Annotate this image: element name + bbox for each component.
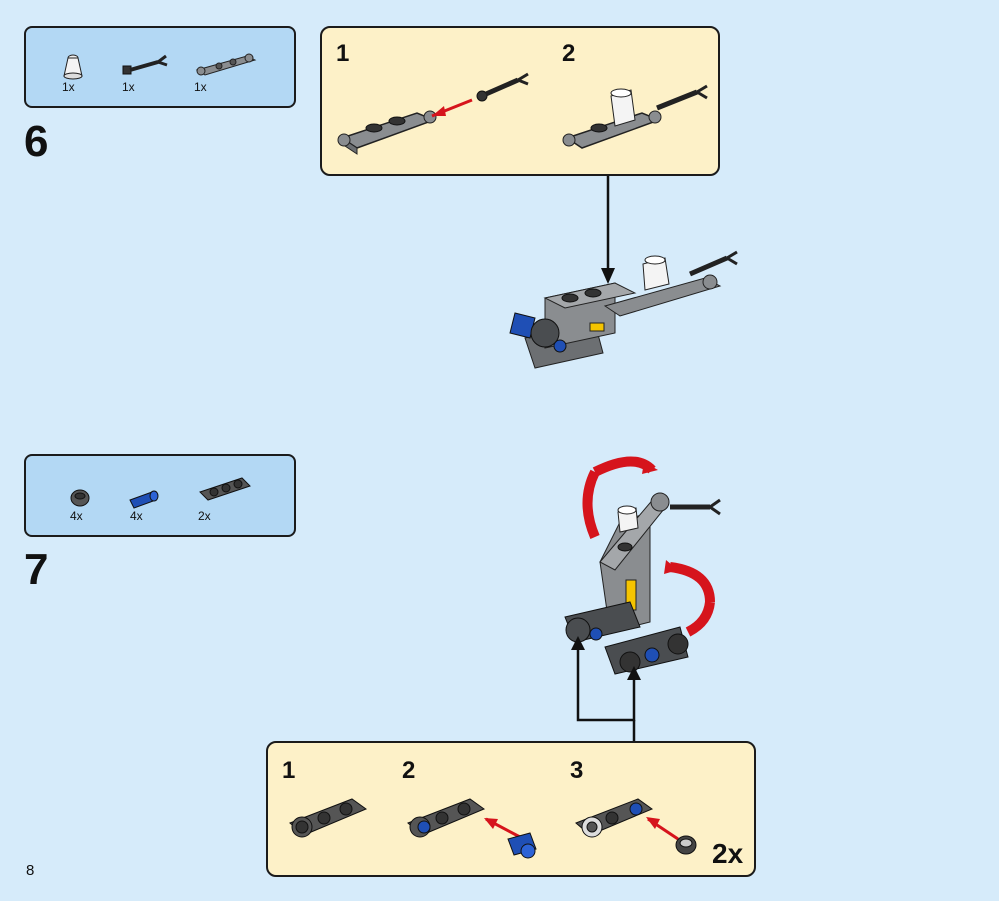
step7-parts-box: 4x 4x 2x xyxy=(24,454,296,537)
substep-number: 3 xyxy=(570,757,584,784)
dark-gray-tyre-piece-icon xyxy=(70,489,90,507)
connector-arrows xyxy=(571,636,641,742)
white-cone-piece-icon xyxy=(63,54,83,80)
step-number: 7 xyxy=(24,545,49,594)
step7-substep-box: 1 2 3 2x xyxy=(266,741,756,877)
black-hose-piece-icon xyxy=(122,54,168,75)
part-qty: 1x xyxy=(62,80,75,94)
step6-substep-box: 1 2 xyxy=(320,26,720,176)
part-qty: 4x xyxy=(70,509,83,523)
substep1-beam xyxy=(289,798,368,838)
step6-parts-box: 1x 1x 1x xyxy=(24,26,296,108)
part-qty: 1x xyxy=(122,80,135,94)
dark-gray-beam-piece-icon xyxy=(199,477,251,501)
step7-result-model xyxy=(564,456,721,675)
substep2-assembly xyxy=(562,84,708,149)
part-qty: 4x xyxy=(130,509,143,523)
substep-number: 2 xyxy=(402,757,416,784)
substep-number: 1 xyxy=(282,757,296,784)
gray-plate-piece-icon xyxy=(195,53,257,76)
blue-pin-piece-icon xyxy=(129,490,159,509)
step-number: 6 xyxy=(24,117,49,166)
connector-arrow xyxy=(601,176,615,284)
substep2-beam-pin xyxy=(407,798,537,859)
part-qty: 1x xyxy=(194,80,207,94)
step6-result-model xyxy=(509,250,738,369)
substep3-beam-tyre xyxy=(575,798,697,855)
multiplier-label: 2x xyxy=(712,838,744,869)
substep-number: 2 xyxy=(562,40,576,67)
part-qty: 2x xyxy=(198,509,211,523)
substep1-assembly xyxy=(337,72,529,155)
substep-number: 1 xyxy=(336,40,350,67)
page-number: 8 xyxy=(26,862,35,879)
